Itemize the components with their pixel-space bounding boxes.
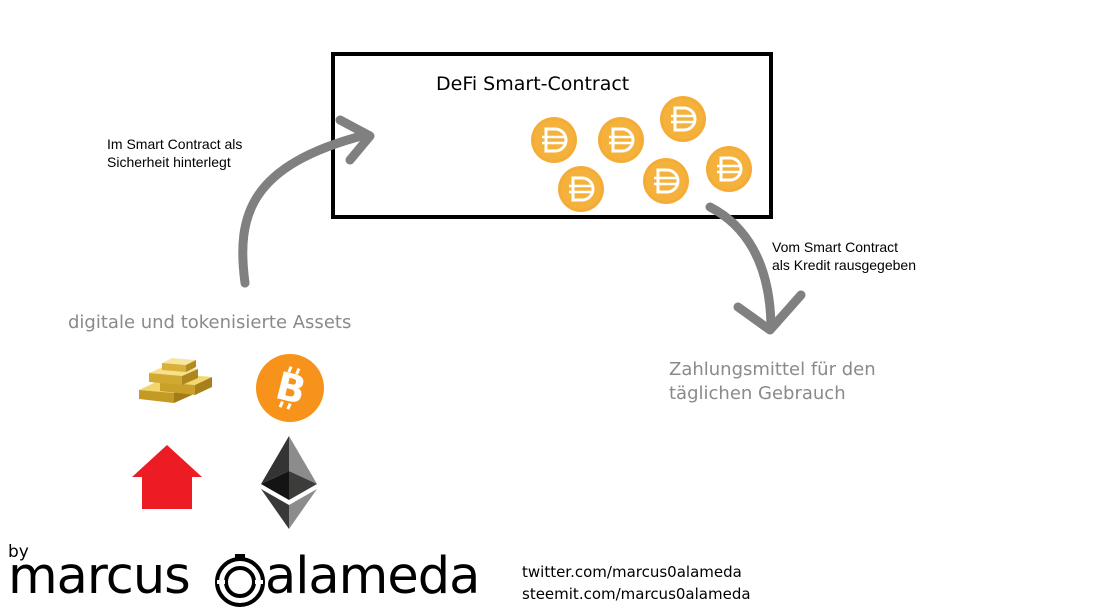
payment-heading: Zahlungsmittel für den täglichen Gebrauc… — [669, 359, 876, 404]
dai-coin-icon — [643, 158, 689, 204]
dai-coin-icon — [706, 146, 752, 192]
house-icon — [132, 445, 202, 509]
logo-zero-icon — [215, 554, 265, 607]
credit-label: Vom Smart Contract als Kredit rausgegebe… — [772, 239, 916, 273]
bitcoin-icon: B — [256, 354, 324, 422]
dai-coin-icon — [558, 166, 604, 212]
credit-arrow — [705, 202, 776, 331]
twitter-link[interactable]: twitter.com/marcus0alameda — [522, 563, 742, 581]
contract-title: DeFi Smart-Contract — [436, 73, 630, 95]
logo-by: by — [8, 542, 29, 562]
ethereum-icon — [261, 436, 317, 529]
logo-name-part1: marcus — [8, 547, 191, 606]
dai-coin-icon — [531, 117, 577, 163]
steemit-link[interactable]: steemit.com/marcus0alameda — [522, 585, 751, 603]
credit-arrowhead — [733, 290, 806, 335]
collateral-arrow — [238, 130, 370, 288]
collateral-arrowhead — [335, 115, 375, 165]
assets-heading: digitale und tokenisierte Assets — [68, 312, 352, 333]
smart-contract-box — [331, 52, 773, 219]
collateral-label: Im Smart Contract als Sicherheit hinterl… — [107, 136, 243, 170]
gold-bars-icon — [139, 358, 212, 403]
dai-coin-icon — [598, 117, 644, 163]
logo-name-part2: alameda — [265, 547, 480, 606]
dai-coin-icon — [660, 96, 706, 142]
